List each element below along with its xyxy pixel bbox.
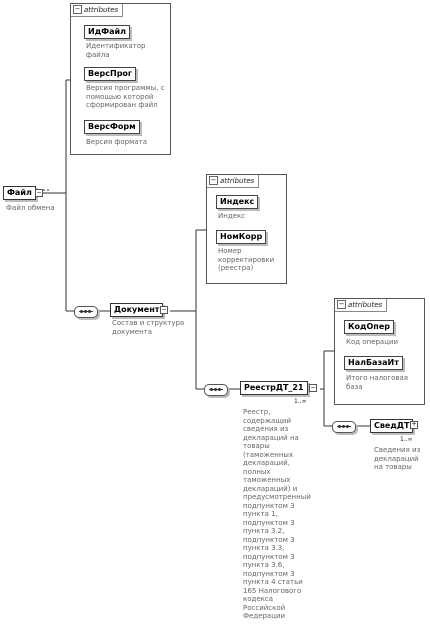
registry-attributes-group: −attributes [334, 298, 425, 405]
expand-icon[interactable]: + [410, 421, 418, 429]
attributes-label: attributes [348, 301, 383, 309]
attribute-index[interactable]: Индекс [216, 195, 259, 209]
attributes-label: attributes [220, 177, 255, 185]
collapse-icon[interactable]: − [209, 176, 218, 185]
root-element-desc: Файл обмена [6, 204, 55, 212]
attribute-nomkorr[interactable]: НомКорр [216, 230, 267, 244]
element-document-desc: Состав и структура документа [112, 319, 185, 336]
element-sveddt[interactable]: СведДТ [370, 419, 414, 433]
attribute-kodoper-desc: Код операции [346, 338, 399, 346]
attributes-label: attributes [84, 6, 119, 14]
sequence-compositor-icon[interactable] [332, 421, 356, 433]
collapse-icon[interactable]: − [337, 300, 346, 309]
element-document[interactable]: Документ [110, 303, 164, 317]
root-element-file[interactable]: Файл [3, 186, 36, 200]
registry-occurrence: 1..∞ [294, 398, 307, 405]
attribute-versprog-desc: Версия программы, с помощью которой сфор… [86, 84, 165, 109]
collapse-icon[interactable]: − [73, 5, 82, 14]
document-attributes-group: −attributes [206, 174, 287, 284]
attribute-versprog[interactable]: ВерсПрог [84, 67, 137, 81]
attributes-tab[interactable]: −attributes [71, 4, 124, 17]
attributes-tab[interactable]: −attributes [207, 175, 260, 188]
sequence-compositor-icon[interactable] [204, 384, 228, 396]
element-registry-desc: Реестр, содержащий сведения из деклараци… [243, 408, 311, 620]
attribute-nalbazait[interactable]: НалБазаИт [344, 356, 403, 370]
attribute-idfile-desc: Идентификатор файла [86, 42, 146, 59]
attribute-index-desc: Индекс [218, 212, 246, 220]
attribute-kodoper[interactable]: КодОпер [344, 320, 394, 334]
attribute-versform-desc: Версия формата [86, 138, 148, 146]
attribute-versform[interactable]: ВерсФорм [84, 120, 140, 134]
element-sveddt-desc: Сведения из деклараций на товары [374, 446, 421, 471]
sequence-compositor-icon[interactable] [74, 306, 98, 318]
attribute-nalbazait-desc: Итого налоговая база [346, 374, 408, 391]
attribute-nomkorr-desc: Номер корректировки (реестра) [218, 247, 275, 272]
expand-icon[interactable]: − [309, 384, 317, 392]
attributes-tab[interactable]: −attributes [335, 299, 388, 312]
expand-icon[interactable]: − [35, 189, 43, 197]
attribute-idfile[interactable]: ИдФайл [84, 25, 130, 39]
sveddt-occurrence: 1..∞ [400, 436, 413, 443]
expand-icon[interactable]: − [160, 306, 168, 314]
element-registry-dt21[interactable]: РеестрДТ_21 [240, 381, 308, 395]
